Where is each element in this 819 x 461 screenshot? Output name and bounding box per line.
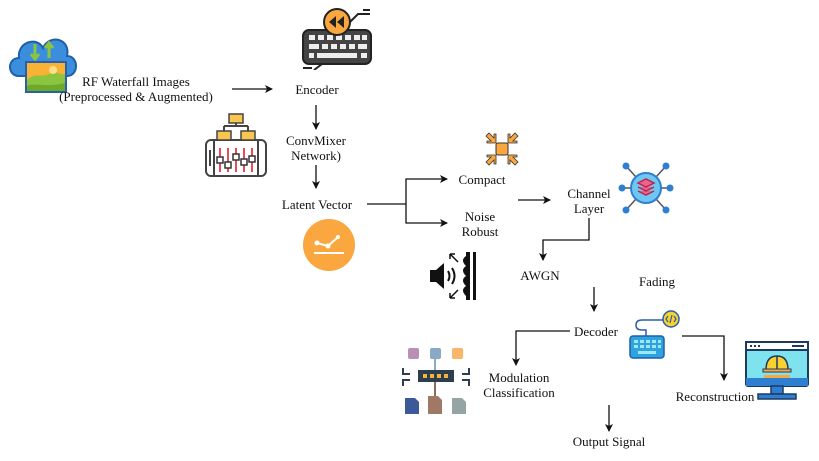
channel-label-line2: Layer [573, 201, 605, 216]
awgn-label: AWGN [520, 268, 560, 283]
arrow-to-compact [405, 175, 448, 204]
arrow-decoder-to-modulation [512, 330, 570, 366]
arrow-fading-to-reconstruction [682, 335, 728, 381]
modulation-label: Modulation Classification [478, 370, 560, 400]
compress-arrows-icon [484, 131, 520, 167]
decoder-label: Decoder [573, 324, 619, 339]
encoder-label: Encoder [295, 82, 339, 97]
layers-network-icon [618, 160, 674, 216]
network-equalizer-icon [204, 112, 270, 178]
noise-robust-label-line2: Robust [461, 224, 499, 239]
output-label: Output Signal [572, 434, 646, 449]
line-chart-circle-icon [302, 218, 356, 272]
input-label-line2: (Preprocessed & Augmented) [59, 89, 213, 104]
convmixer-label-line2: Network) [291, 148, 341, 163]
arrow-to-noise-robust [405, 204, 448, 227]
keyboard-rewind-icon [300, 8, 380, 70]
modulation-label-line2: Classification [483, 385, 555, 400]
modulation-label-line1: Modulation [488, 370, 550, 385]
cloud-image-sync-icon [5, 28, 81, 96]
input-label: RF Waterfall Images (Preprocessed & Augm… [52, 74, 220, 104]
noise-robust-label-line1: Noise [464, 209, 496, 224]
speaker-sound-barrier-icon [428, 248, 480, 304]
channel-label-line1: Channel [567, 186, 611, 201]
input-label-line1: RF Waterfall Images [82, 74, 190, 89]
convmixer-label: ConvMixer Network) [278, 133, 354, 163]
channel-label: Channel Layer [562, 186, 616, 216]
monitor-helmet-icon [744, 340, 810, 402]
latent-label: Latent Vector [281, 197, 353, 212]
fading-label: Fading [638, 274, 676, 289]
reconstruction-label: Reconstruction [675, 389, 755, 404]
compact-label: Compact [458, 172, 506, 187]
code-keyboard-icon [628, 309, 684, 361]
arrow-channel-to-awgn [539, 218, 590, 261]
classification-hierarchy-icon [402, 348, 472, 416]
convmixer-label-line1: ConvMixer [286, 133, 346, 148]
noise-robust-label: Noise Robust [452, 209, 508, 239]
